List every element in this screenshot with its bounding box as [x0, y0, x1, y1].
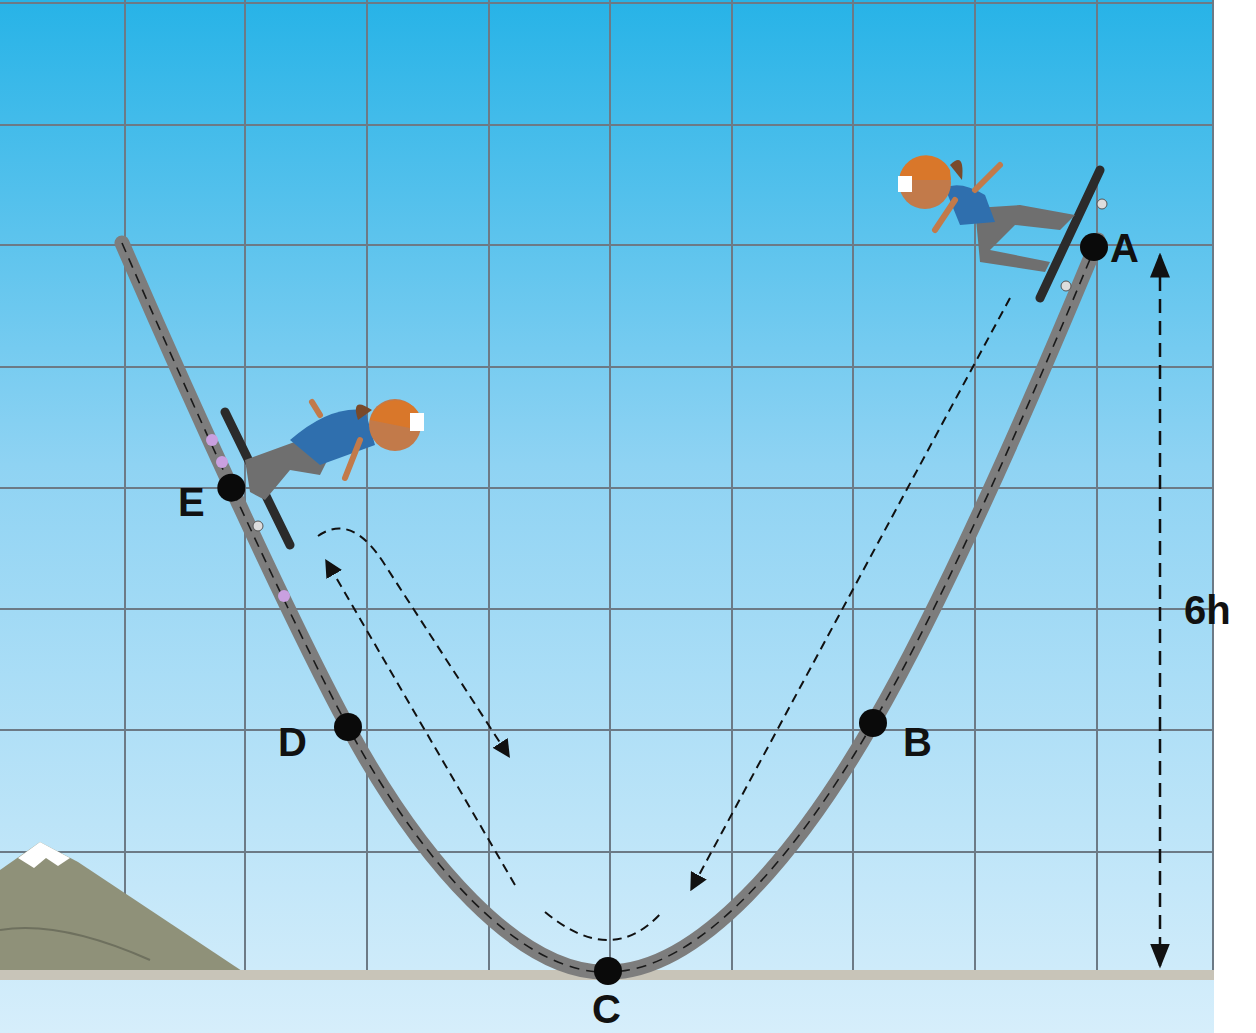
- skater-top: [898, 155, 1107, 298]
- point-label: D: [278, 722, 307, 762]
- margin: [1214, 0, 1256, 1033]
- point-dot: [217, 474, 245, 502]
- ramp: [122, 240, 1098, 972]
- dimension-label: 6h: [1184, 590, 1231, 630]
- mountain-snow: [18, 842, 70, 868]
- motion-arrows: [318, 298, 1010, 940]
- point-markers: [217, 233, 1108, 985]
- skater-bottom: [206, 399, 424, 602]
- grid: [0, 0, 1213, 975]
- point-label: E: [178, 482, 205, 522]
- dimension-line: [1159, 255, 1162, 966]
- mountain: [0, 842, 245, 973]
- point-dot: [594, 957, 622, 985]
- ramp-centerline: [122, 240, 1098, 972]
- point-dot: [1080, 233, 1108, 261]
- point-dot: [859, 709, 887, 737]
- mountain-ridge: [0, 928, 150, 960]
- point-label: B: [903, 722, 932, 762]
- point-label: A: [1110, 228, 1139, 268]
- point-dot: [334, 713, 362, 741]
- point-label: C: [592, 989, 621, 1029]
